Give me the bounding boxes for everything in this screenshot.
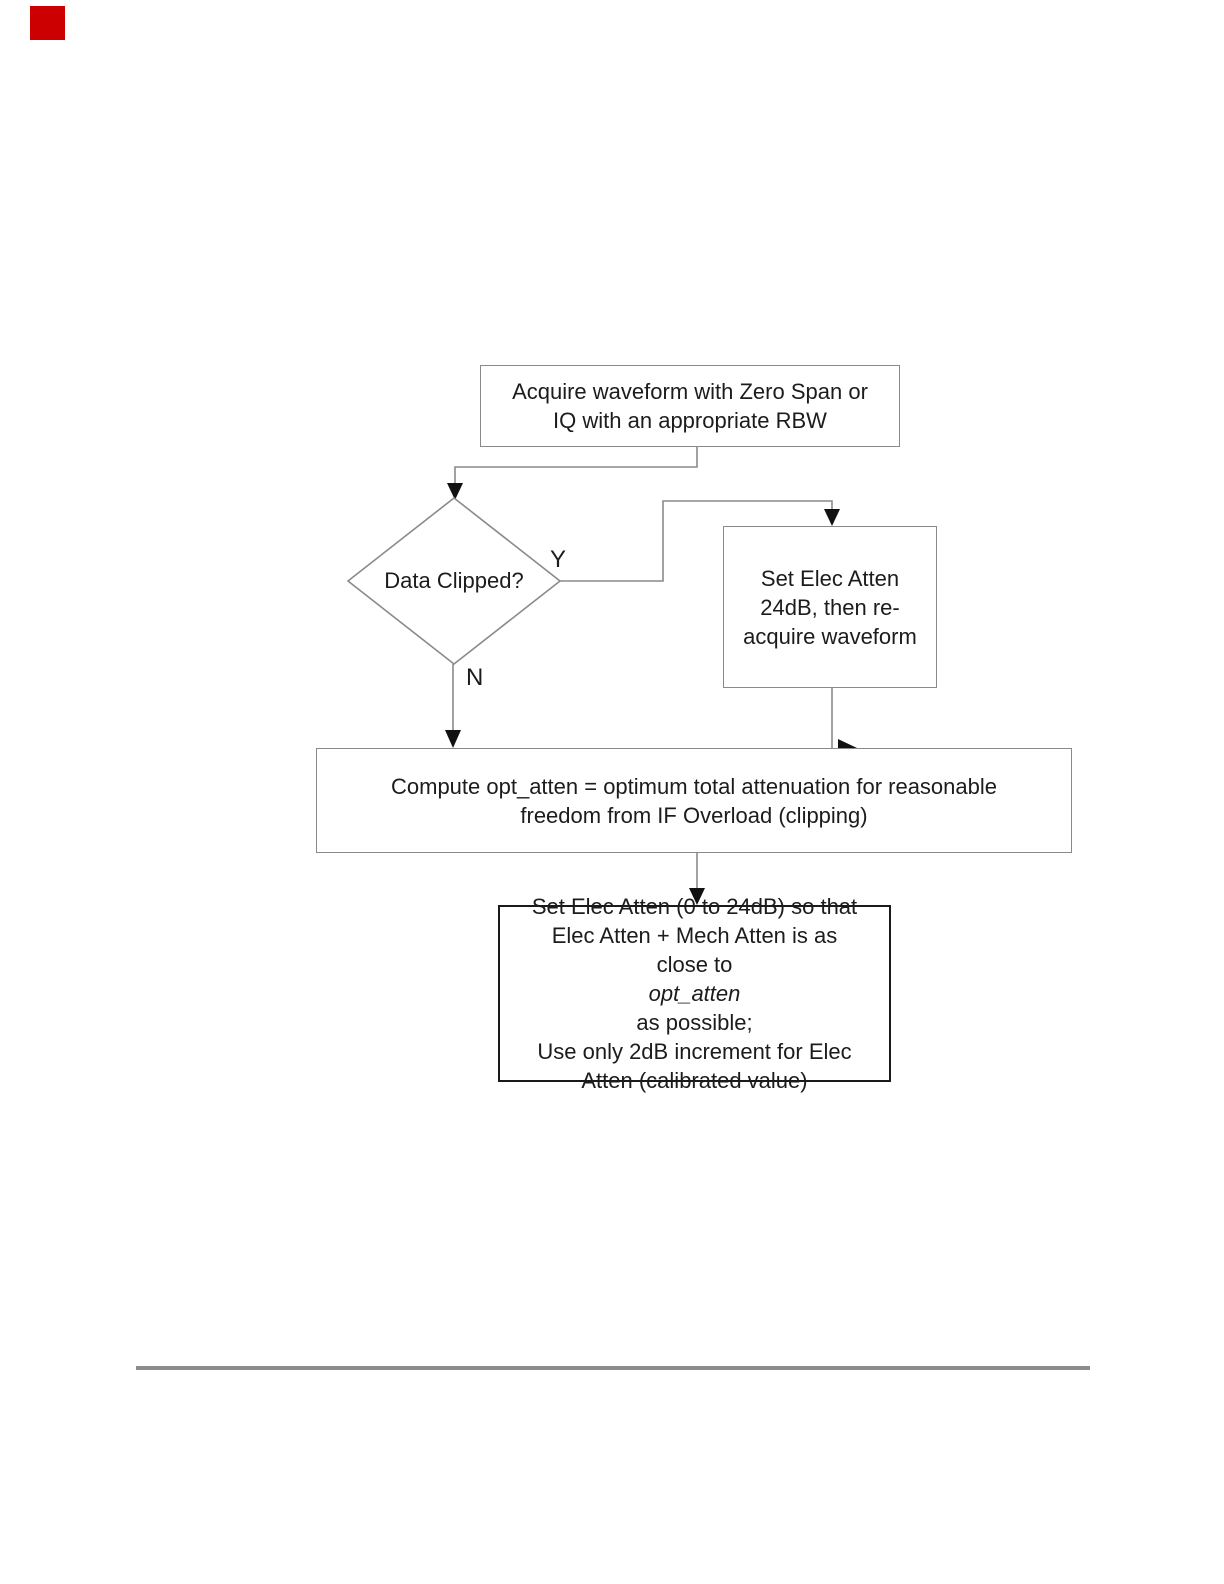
connector-yes-branch xyxy=(560,500,833,582)
elec24-line3: acquire waveform xyxy=(743,623,917,649)
elec24-line2: 24dB, then re- xyxy=(760,594,900,620)
setelec-line5: Atten (calibrated value) xyxy=(581,1068,808,1093)
setelec-line1: Set Elec Atten (0 to 24dB) so that xyxy=(531,894,858,919)
arrowhead-down-into-diamond xyxy=(447,483,463,500)
setelec-line4: Use only 2dB increment for Elec xyxy=(537,1039,852,1064)
acquire-waveform-line2: IQ with an appropriate RBW xyxy=(553,408,827,433)
connector-acquire-to-decision xyxy=(454,447,698,485)
branch-label-yes: Y xyxy=(550,546,567,573)
setelec-line3: close to opt_atten as possible; xyxy=(636,950,752,1037)
footer-rule xyxy=(136,1366,1090,1370)
setelec-line2: Elec Atten + Mech Atten is as xyxy=(551,923,838,948)
acquire-waveform-line1: Acquire waveform with Zero Span or xyxy=(512,379,868,404)
decision-label: Data Clipped? xyxy=(384,568,524,593)
setelec-line3-pre: close to xyxy=(656,952,733,977)
red-marker xyxy=(30,6,65,40)
decision-diamond-shape xyxy=(346,496,562,666)
acquire-waveform-box: Acquire waveform with Zero Span or IQ wi… xyxy=(480,365,900,447)
setelec-line3-post: as possible; xyxy=(636,1010,753,1035)
branch-label-no: N xyxy=(466,664,484,691)
compute-line1: Compute opt_atten = optimum total attenu… xyxy=(391,773,997,799)
set-elec-atten-24db-box: Set Elec Atten 24dB, then re- acquire wa… xyxy=(723,526,937,688)
compute-opt-atten-box: Compute opt_atten = optimum total attenu… xyxy=(316,748,1072,853)
set-elec-atten-range-box: Set Elec Atten (0 to 24dB) so that Elec … xyxy=(498,894,891,1093)
arrowhead-down-into-elec24-box xyxy=(824,509,840,526)
compute-line2: freedom from IF Overload (clipping) xyxy=(520,802,868,828)
setelec-line3-italic: opt_atten xyxy=(648,981,741,1006)
arrowhead-down-into-compute-box xyxy=(445,730,461,748)
elec24-line1: Set Elec Atten xyxy=(760,565,900,591)
arrowhead-down-into-setelec-box xyxy=(689,888,705,905)
